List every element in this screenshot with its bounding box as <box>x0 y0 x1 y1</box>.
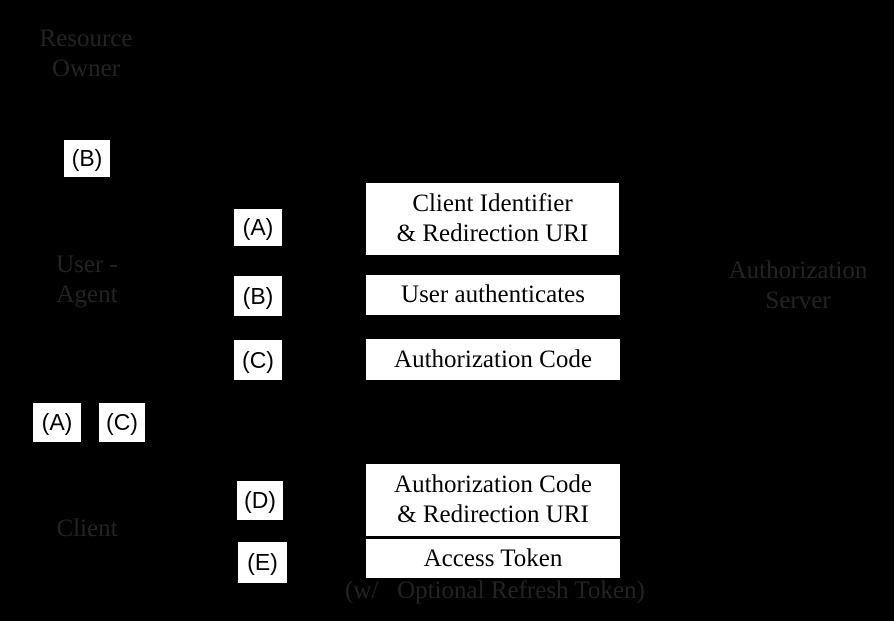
message-auth-code-redirect: Authorization Code & Redirection URI <box>366 464 620 536</box>
entity-authorization-server-line1: Authorization <box>728 257 868 284</box>
message-authorization-code: Authorization Code <box>366 339 620 380</box>
message-user-authenticates: User authenticates <box>366 275 620 315</box>
entity-client: Client <box>27 514 147 544</box>
entity-authorization-server: Authorization Server <box>718 256 878 316</box>
step-tag-a-bottom: (A) <box>33 403 81 442</box>
message-access-token-line1: Access Token <box>423 544 563 572</box>
step-tag-b-mid: (B) <box>234 276 282 316</box>
step-tag-e: (E) <box>238 542 287 583</box>
entity-authorization-server-line2: Server <box>765 287 831 314</box>
step-tag-a-mid: (A) <box>234 209 282 246</box>
step-tag-b-top: (B) <box>64 140 110 177</box>
entity-user-agent-line2: Agent <box>56 281 118 308</box>
message-authorization-code-line1: Authorization Code <box>394 345 592 373</box>
entity-resource-owner-line1: Resource <box>39 25 133 52</box>
message-auth-code-redirect-line2: & Redirection URI <box>397 501 589 528</box>
message-access-token: Access Token <box>366 539 620 578</box>
message-client-identifier-line2: & Redirection URI <box>396 220 589 247</box>
entity-resource-owner-line2: Owner <box>51 55 121 82</box>
entity-client-line1: Client <box>56 515 118 542</box>
entity-user-agent-line1: User - <box>56 251 118 278</box>
footnote-optional-refresh-token: (w/ Optional Refresh Token) <box>345 577 645 604</box>
entity-resource-owner: Resource Owner <box>26 24 146 84</box>
step-tag-c-mid: (C) <box>234 340 282 380</box>
message-auth-code-redirect-line1: Authorization Code <box>394 471 592 498</box>
message-user-authenticates-line1: User authenticates <box>401 281 585 308</box>
step-tag-c-bottom: (C) <box>99 403 145 442</box>
message-client-identifier-line1: Client Identifier <box>412 190 573 217</box>
message-client-identifier: Client Identifier & Redirection URI <box>366 183 619 255</box>
entity-user-agent: User - Agent <box>27 250 147 310</box>
step-tag-d: (D) <box>237 481 283 520</box>
